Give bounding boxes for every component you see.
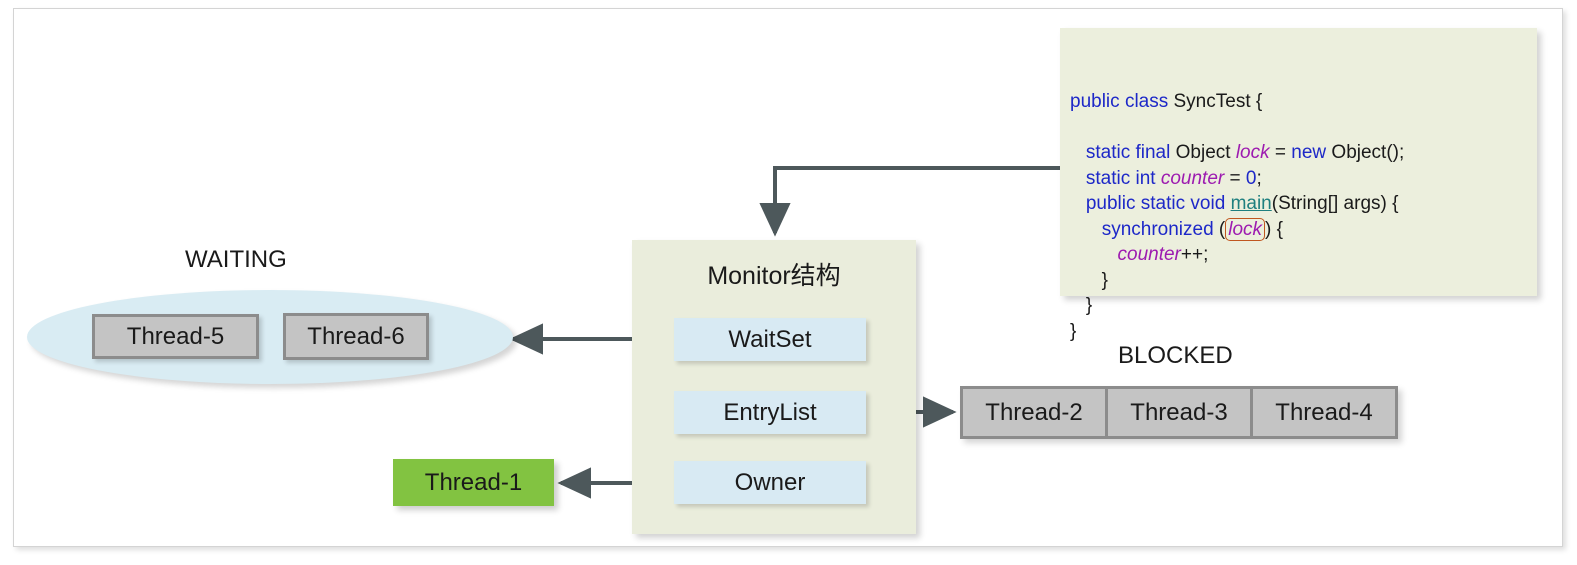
code-token: static [1085,167,1131,189]
entrylist-label: EntryList [723,398,817,426]
code-line: counter++; [1070,242,1537,268]
code-token: static [1140,193,1186,214]
owner-label: Owner [734,468,806,496]
owner-slot[interactable]: Owner [674,461,866,504]
code-token: lock [1235,142,1270,163]
code-token: public [1085,193,1136,214]
code-token: static [1085,142,1131,163]
code-token: class [1124,91,1169,112]
code-token [1070,168,1086,189]
code-token: } [1070,320,1077,342]
code-token: ++; [1180,244,1209,265]
code-line: } [1070,293,1537,319]
code-token: (String[] args) { [1271,193,1399,214]
monitor-title: Monitor结构 [707,262,841,290]
code-token: Object [1170,142,1236,163]
waitset-slot[interactable]: WaitSet [674,318,866,361]
code-token [1070,219,1102,240]
code-token: int [1135,167,1156,189]
code-token: 0 [1245,167,1257,189]
thread-1-label: Thread-1 [424,468,523,496]
code-line: } [1070,319,1537,345]
waitset-label: WaitSet [728,325,812,353]
lock-token-highlight: lock [1225,217,1266,241]
code-token: counter [1117,244,1181,265]
code-line: static final Object lock = new Object(); [1070,140,1537,166]
blocked-state-label: BLOCKED [1118,342,1233,369]
code-token: } [1070,295,1093,316]
code-line: public class SyncTest { [1070,89,1537,115]
blocked-thread-row: Thread-2 Thread-3 Thread-4 [960,386,1398,439]
code-token: public [1070,91,1120,112]
code-token: SyncTest { [1168,91,1263,112]
code-token [1070,193,1086,214]
thread-box-thread-4[interactable]: Thread-4 [1250,386,1398,439]
code-line: static int counter = 0; [1070,166,1537,192]
code-lines: public class SyncTest { static final Obj… [1070,89,1537,344]
code-line: } [1070,268,1537,294]
code-snippet-block: public class SyncTest { static final Obj… [1060,28,1537,342]
thread-6-label: Thread-6 [307,322,405,350]
code-token [1070,244,1118,265]
thread-5-label: Thread-5 [126,322,225,350]
code-line [1070,115,1537,141]
code-token [1070,142,1086,163]
thread-box-thread-2[interactable]: Thread-2 [960,386,1108,439]
code-line: public static void main(String[] args) { [1070,191,1537,217]
code-token: ) { [1265,218,1283,240]
thread-box-thread-1[interactable]: Thread-1 [393,459,554,506]
waiting-state-label: WAITING [185,246,287,273]
code-token: Object(); [1326,142,1405,163]
thread-box-thread-6[interactable]: Thread-6 [283,313,429,360]
code-token: main [1230,193,1272,214]
code-token: new [1291,142,1327,163]
code-token: } [1070,269,1109,291]
thread-box-thread-5[interactable]: Thread-5 [92,314,259,359]
entrylist-slot[interactable]: EntryList [674,391,866,434]
thread-3-label: Thread-3 [1130,398,1228,426]
thread-box-thread-3[interactable]: Thread-3 [1105,386,1253,439]
thread-4-label: Thread-4 [1275,398,1373,426]
code-token: ; [1256,167,1262,189]
code-token: synchronized [1101,218,1214,240]
thread-2-label: Thread-2 [985,398,1083,426]
code-token: final [1135,142,1171,163]
code-token: counter [1160,167,1225,189]
code-token: void [1190,193,1226,214]
code-line: synchronized (lock) { [1070,217,1537,243]
code-token: = [1269,142,1292,163]
code-token: = [1224,167,1246,189]
code-token: ( [1213,218,1226,240]
